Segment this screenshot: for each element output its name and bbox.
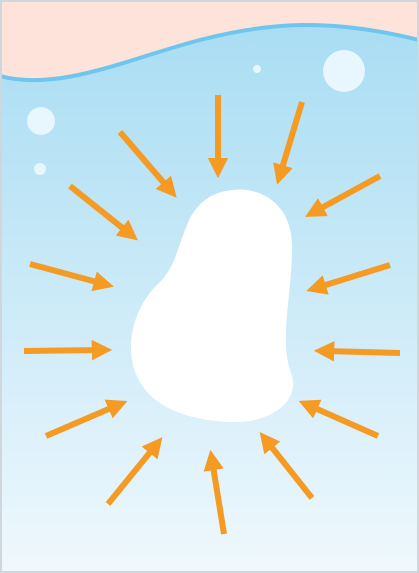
bubble-icon [27, 107, 55, 135]
bubble-icon [34, 163, 46, 175]
inward-arrow-icon [24, 350, 102, 351]
inward-arrow-icon [324, 351, 400, 353]
bubble-icon [323, 50, 365, 92]
bubble-icon [253, 65, 261, 73]
